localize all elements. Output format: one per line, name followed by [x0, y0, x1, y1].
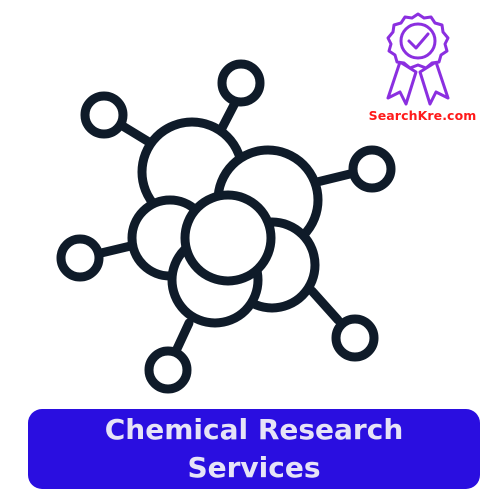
brand-watermark: SearchKre.com	[368, 108, 477, 123]
bond-right	[308, 168, 359, 188]
badge-inner-ring	[399, 22, 437, 60]
banner-title-line-1: Chemical Research	[104, 413, 404, 446]
badge-shape	[386, 12, 450, 106]
outer-atom-top	[217, 59, 265, 107]
molecule-atoms	[56, 59, 396, 394]
outer-atom-bottom-right	[331, 314, 379, 362]
check-icon	[407, 32, 430, 50]
ribbon-right	[418, 60, 450, 106]
title-banner: Chemical Research Services	[28, 409, 480, 489]
outer-atom-bottom-left	[144, 346, 192, 394]
outer-atom-right	[348, 145, 396, 193]
award-ribbon-check-icon	[386, 12, 450, 106]
banner-title-line-2: Services	[187, 451, 321, 484]
bond-top	[216, 98, 240, 135]
molecule-network-icon	[56, 59, 396, 394]
banner-title: Chemical Research Services	[105, 411, 404, 487]
ribbon-left	[386, 60, 418, 106]
outer-atom-left	[56, 234, 104, 282]
outer-atom-top-left	[80, 91, 128, 139]
bond-bottom-right	[307, 286, 343, 325]
core-atom-center	[180, 190, 276, 286]
bond-bottom-left	[171, 318, 194, 356]
